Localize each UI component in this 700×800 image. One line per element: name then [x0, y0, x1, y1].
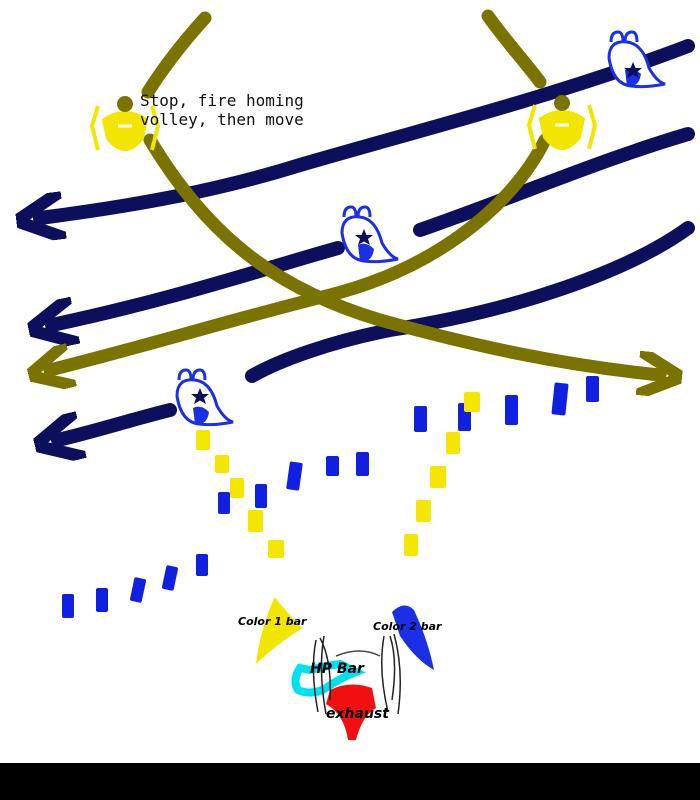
exhaust-shape	[326, 684, 376, 740]
color2-bar-shape	[392, 605, 434, 670]
bottom-bar	[0, 763, 700, 800]
blue-bullet	[326, 456, 339, 476]
yellow-bullet	[230, 478, 244, 498]
olive-path-cross-1	[143, 133, 660, 375]
yellow-bullet	[248, 510, 263, 532]
navy-path-2b	[52, 241, 345, 325]
blue-bullet	[551, 382, 569, 416]
yellow-bullet	[404, 534, 418, 556]
color2-bar-label: Color 2 bar	[373, 620, 442, 633]
navy-path-4	[58, 403, 177, 440]
hp-bar-label: HP Bar	[310, 661, 364, 677]
exhaust-label: exhaust	[326, 706, 389, 722]
blue-bullet	[130, 577, 146, 603]
star-icon	[624, 62, 642, 78]
tactics-annotation: Stop, fire homing volley, then move	[140, 91, 304, 129]
blue-bullets	[62, 376, 599, 618]
olive-flight-paths	[50, 9, 660, 375]
blue-bullet	[286, 461, 303, 491]
left-wing	[312, 635, 332, 715]
olive-path-left-entry	[141, 11, 212, 99]
yellow-gunship-enemy-icon	[89, 96, 161, 151]
blue-bell-enemy-icon	[607, 30, 666, 89]
blue-bullet	[162, 565, 178, 591]
yellow-bullet	[464, 392, 480, 412]
ship-hull	[335, 650, 381, 657]
blue-bullet	[62, 594, 74, 618]
navy-path-2	[413, 127, 695, 237]
star-icon	[191, 388, 209, 404]
blue-bell-enemy-icon	[175, 368, 234, 427]
yellow-bullets	[196, 392, 480, 558]
blue-bell-enemy-icon	[340, 205, 399, 264]
blue-bullet	[255, 484, 267, 508]
yellow-bullet	[416, 500, 431, 522]
right-wing	[381, 633, 401, 715]
blue-bullet	[505, 395, 518, 425]
annotation-line-1: Stop, fire homing	[140, 91, 304, 110]
color1-bar-shape	[255, 597, 303, 664]
olive-path-right-entry	[481, 9, 547, 89]
blue-bullet	[196, 554, 208, 576]
yellow-bullet	[446, 432, 460, 454]
annotation-line-2: volley, then move	[140, 110, 304, 129]
blue-bullet	[586, 376, 599, 402]
blue-bullet	[414, 406, 427, 432]
navy-flight-paths	[40, 39, 695, 440]
navy-path-1	[40, 39, 695, 218]
color1-bar-label: Color 1 bar	[238, 615, 307, 628]
blue-bullet	[96, 588, 108, 612]
yellow-bullet	[215, 455, 229, 473]
player-ship-icon	[255, 597, 434, 740]
blue-bullet	[218, 492, 230, 514]
yellow-bullet	[430, 466, 446, 488]
yellow-bullet	[268, 540, 284, 558]
blue-bullet	[356, 452, 369, 476]
yellow-bullet	[196, 430, 210, 450]
yellow-gunship-enemy-icon	[526, 95, 598, 150]
olive-path-cross-2	[50, 133, 552, 370]
star-icon	[355, 229, 373, 245]
